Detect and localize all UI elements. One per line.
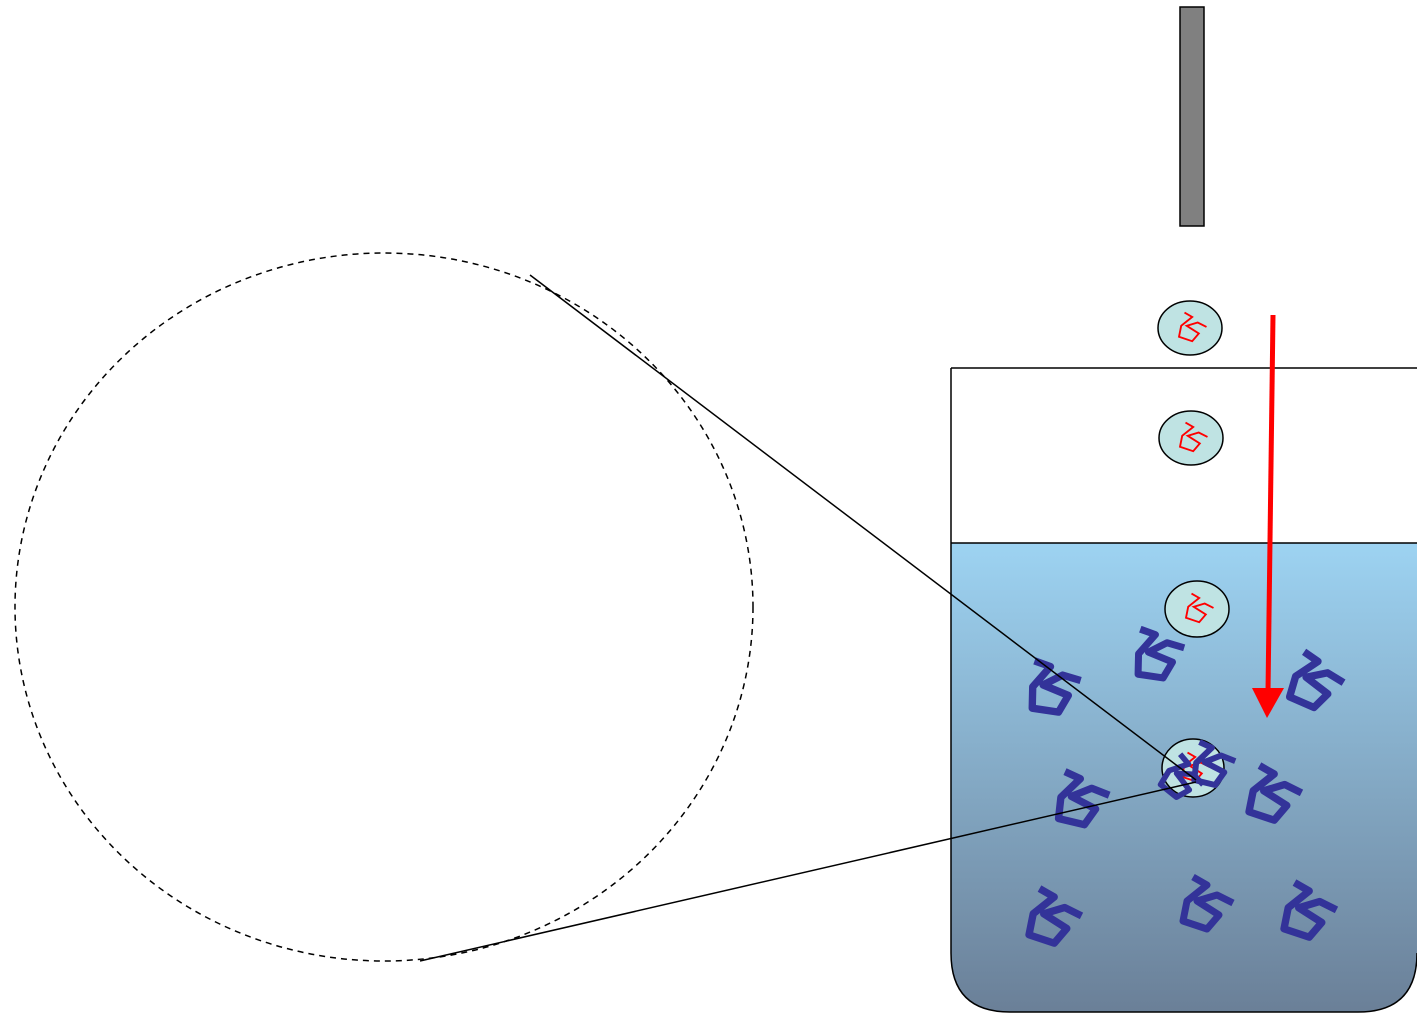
droplet xyxy=(1164,580,1230,638)
droplet xyxy=(1157,300,1223,356)
beaker-outline xyxy=(950,367,1417,1013)
magnifier-line-bottom xyxy=(419,781,1197,962)
dispensing-needle xyxy=(1179,6,1205,227)
droplet xyxy=(1158,410,1224,466)
magnified-view-circle xyxy=(14,252,1197,962)
magnifier-line-top xyxy=(529,274,1197,781)
downward-arrow xyxy=(1252,314,1284,718)
